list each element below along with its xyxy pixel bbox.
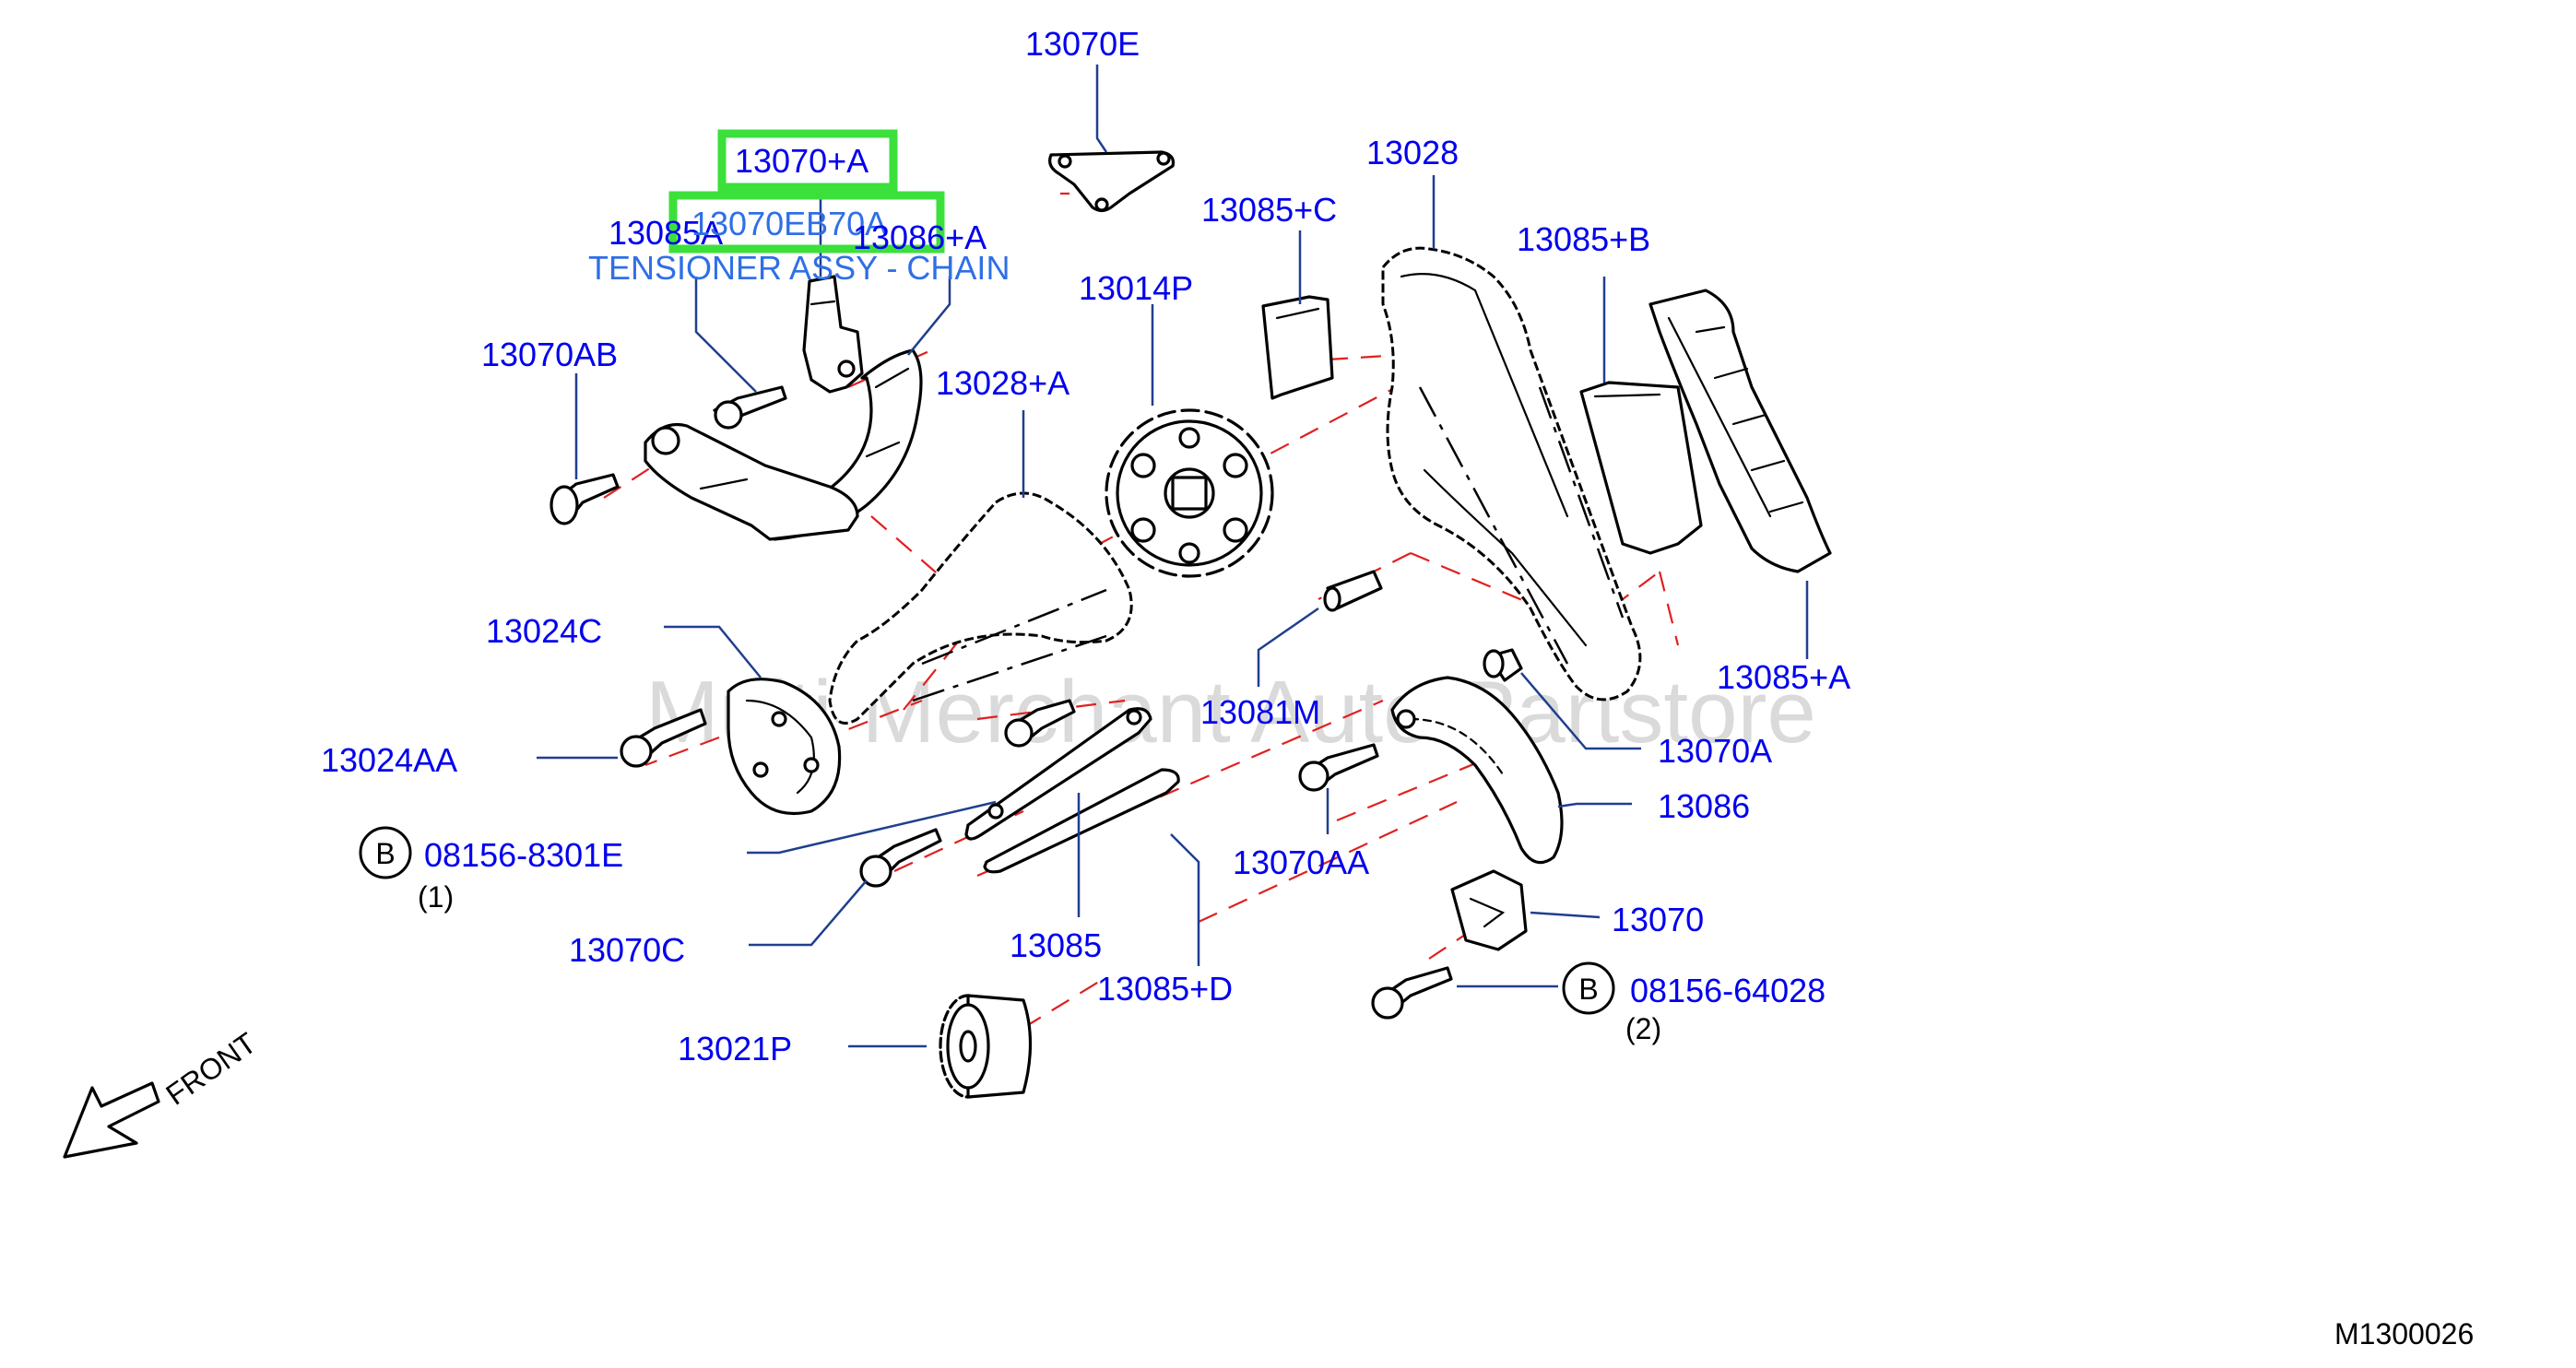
label-13085A[interactable]: 13085A bbox=[609, 214, 723, 252]
part-13024C-gasket bbox=[727, 678, 842, 816]
part-13086-guide bbox=[1390, 676, 1564, 865]
part-13070A-tensioner bbox=[802, 275, 864, 394]
label-13070EB70A[interactable]: 13070EB70A bbox=[691, 205, 887, 242]
label-08156-8301E[interactable]: 08156-8301E bbox=[424, 836, 623, 874]
label-13070AA[interactable]: 13070AA bbox=[1233, 843, 1369, 881]
b-marker-2-text: B bbox=[1578, 973, 1598, 1006]
b-marker-2: B bbox=[1562, 961, 1615, 1015]
label-13028[interactable]: 13028 bbox=[1366, 134, 1459, 171]
part-13085Aplus-guide bbox=[1648, 289, 1832, 573]
highlight-box-13070EB70A bbox=[668, 191, 945, 254]
part-13070C-bolt bbox=[859, 828, 942, 888]
label-13014P[interactable]: 13014P bbox=[1079, 269, 1193, 307]
label-qty-2: (2) bbox=[1625, 1012, 1661, 1045]
part-13024AA-bolt bbox=[620, 708, 707, 768]
b-marker-1: B bbox=[359, 826, 412, 879]
label-qty-1: (1) bbox=[418, 880, 454, 914]
label-13028A[interactable]: 13028+A bbox=[936, 364, 1069, 402]
label-13070A-top[interactable]: 13070+A bbox=[735, 142, 869, 180]
label-13070E[interactable]: 13070E bbox=[1025, 25, 1140, 63]
part-13070-tensioner bbox=[1450, 869, 1528, 951]
label-13021P[interactable]: 13021P bbox=[678, 1030, 792, 1067]
part-13085-guide bbox=[964, 707, 1152, 841]
label-13085C[interactable]: 13085+C bbox=[1201, 191, 1337, 229]
label-13085[interactable]: 13085 bbox=[1010, 926, 1102, 964]
part-13070AB-lever bbox=[644, 422, 859, 541]
label-tensioner-assy[interactable]: TENSIONER ASSY - CHAIN bbox=[588, 249, 1010, 287]
diagram-code: M1300026 bbox=[2334, 1317, 2474, 1350]
part-13070A-pin bbox=[1483, 648, 1523, 682]
front-arrow bbox=[63, 1081, 160, 1159]
part-13070AB-bolt bbox=[549, 473, 620, 525]
label-13086[interactable]: 13086 bbox=[1658, 787, 1750, 825]
part-13028A-chain bbox=[828, 491, 1133, 725]
part-13014P-sprocket bbox=[1105, 408, 1274, 578]
leader-lines bbox=[537, 65, 1809, 1048]
part-13085B-guide bbox=[1579, 381, 1703, 555]
label-13085D[interactable]: 13085+D bbox=[1097, 970, 1233, 1008]
label-13085B[interactable]: 13085+B bbox=[1517, 220, 1650, 258]
highlight-box-13070A bbox=[717, 129, 898, 192]
b-marker-1-text: B bbox=[375, 837, 395, 870]
label-13086A[interactable]: 13086+A bbox=[853, 218, 987, 256]
label-13085Aplus[interactable]: 13085+A bbox=[1717, 658, 1850, 696]
label-13070[interactable]: 13070 bbox=[1612, 901, 1704, 938]
label-13070A[interactable]: 13070A bbox=[1658, 732, 1772, 770]
part-13085A-bolt bbox=[713, 385, 787, 430]
part-13085D-guide bbox=[983, 768, 1180, 874]
label-13070AB[interactable]: 13070AB bbox=[481, 336, 618, 373]
part-13028-chain bbox=[1381, 246, 1642, 702]
part-13021P-gear bbox=[939, 994, 1033, 1099]
label-13070C[interactable]: 13070C bbox=[569, 931, 685, 969]
part-13085C-pad bbox=[1261, 295, 1334, 400]
label-13024C[interactable]: 13024C bbox=[486, 612, 602, 650]
part-13070E-bracket bbox=[1048, 150, 1176, 213]
label-08156-64028[interactable]: 08156-64028 bbox=[1630, 972, 1826, 1009]
label-13081M[interactable]: 13081M bbox=[1200, 693, 1320, 731]
part-13081M-plug bbox=[1323, 570, 1383, 612]
part-upper-bolt bbox=[1004, 699, 1076, 748]
part-13070AA-bolt bbox=[1298, 743, 1379, 792]
labels: 13070E 13070+A 13085A 13070EB70A 13086+A… bbox=[160, 25, 2474, 1350]
front-label: FRONT bbox=[160, 1026, 262, 1112]
label-13024AA[interactable]: 13024AA bbox=[321, 741, 457, 779]
part-08156-64028-bolt bbox=[1371, 966, 1453, 1020]
